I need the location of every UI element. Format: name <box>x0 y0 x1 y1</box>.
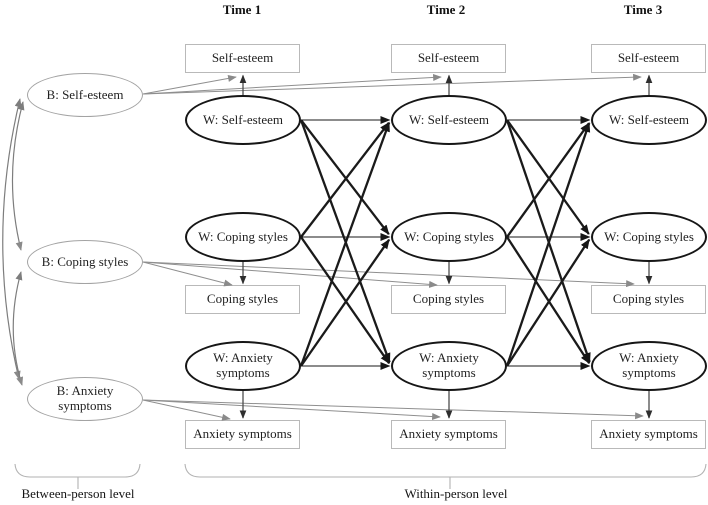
observed-self-esteem-t1: Self-esteem <box>185 44 300 73</box>
between-anxiety-ellipse: B: Anxiety symptoms <box>27 377 143 421</box>
covariance-arc-se-cs <box>11 101 25 251</box>
within-anxiety-t2: W: Anxiety symptoms <box>391 341 507 391</box>
within-coping-styles-t1-label: W: Coping styles <box>198 228 288 244</box>
between-self-esteem-ellipse: B: Self-esteem <box>27 73 143 117</box>
observed-anxiety-t2: Anxiety symptoms <box>391 420 506 449</box>
observed-coping-styles-t1: Coping styles <box>185 285 300 314</box>
time-1-header: Time 1 <box>222 2 262 17</box>
within-anxiety-t1: W: Anxiety symptoms <box>185 341 301 391</box>
within-self-esteem-t3-label: W: Self-esteem <box>608 111 689 127</box>
within-coping-styles-t2-label: W: Coping styles <box>404 228 494 244</box>
between-self-esteem-label: B: Self-esteem <box>46 86 124 102</box>
within-self-esteem-t1: W: Self-esteem <box>185 95 301 145</box>
within-self-esteem-t2: W: Self-esteem <box>391 95 507 145</box>
observed-self-esteem-t3: Self-esteem <box>591 44 706 73</box>
observed-self-esteem-t1-label: Self-esteem <box>211 50 274 66</box>
observed-anxiety-t2-label: Anxiety symptoms <box>399 426 498 442</box>
within-coping-styles-t3-label: W: Coping styles <box>604 228 694 244</box>
observed-self-esteem-t2-label: Self-esteem <box>417 50 480 66</box>
observed-anxiety-t3: Anxiety symptoms <box>591 420 706 449</box>
within-anxiety-t3: W: Anxiety symptoms <box>591 341 707 391</box>
covariance-arc-se-as <box>2 98 22 380</box>
observed-self-esteem-t3-label: Self-esteem <box>617 50 680 66</box>
within-coping-styles-t3: W: Coping styles <box>591 212 707 262</box>
within-self-esteem-t3: W: Self-esteem <box>591 95 707 145</box>
observed-coping-styles-t2: Coping styles <box>391 285 506 314</box>
within-anxiety-t2-label: W: Anxiety symptoms <box>419 350 479 380</box>
between-anxiety-label: B: Anxiety symptoms <box>56 383 114 413</box>
within-anxiety-t3-label: W: Anxiety symptoms <box>619 350 679 380</box>
observed-coping-styles-t2-label: Coping styles <box>412 291 485 307</box>
within-coping-styles-t1: W: Coping styles <box>185 212 301 262</box>
time-2-header: Time 2 <box>426 2 466 17</box>
between-coping-styles-label: B: Coping styles <box>41 253 129 269</box>
within-level-label: Within-person level <box>404 486 508 501</box>
within-self-esteem-t1-label: W: Self-esteem <box>202 111 283 127</box>
between-coping-styles-ellipse: B: Coping styles <box>27 240 143 284</box>
observed-anxiety-t1-label: Anxiety symptoms <box>193 426 292 442</box>
observed-coping-styles-t1-label: Coping styles <box>206 291 279 307</box>
time-3-header: Time 3 <box>623 2 663 17</box>
observed-coping-styles-t3-label: Coping styles <box>612 291 685 307</box>
observed-coping-styles-t3: Coping styles <box>591 285 706 314</box>
between-covariance-arcs <box>2 98 25 386</box>
observed-anxiety-t3-label: Anxiety symptoms <box>599 426 698 442</box>
within-coping-styles-t2: W: Coping styles <box>391 212 507 262</box>
within-anxiety-t1-label: W: Anxiety symptoms <box>213 350 273 380</box>
observed-self-esteem-t2: Self-esteem <box>391 44 506 73</box>
observed-anxiety-t1: Anxiety symptoms <box>185 420 300 449</box>
between-level-label: Between-person level <box>21 486 135 501</box>
covariance-arc-cs-as <box>12 271 24 386</box>
within-self-esteem-t2-label: W: Self-esteem <box>408 111 489 127</box>
